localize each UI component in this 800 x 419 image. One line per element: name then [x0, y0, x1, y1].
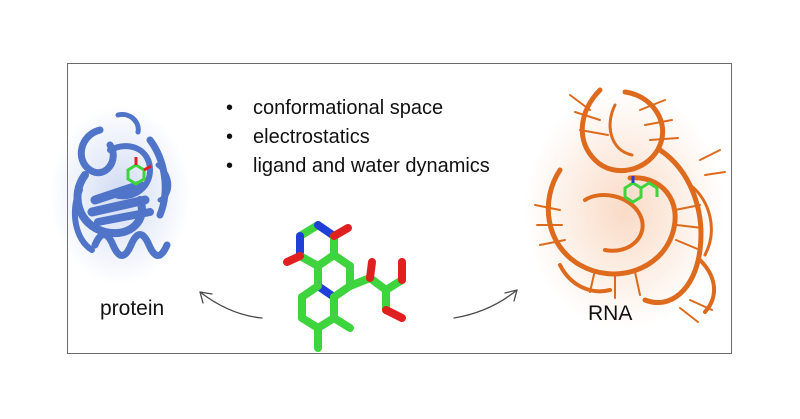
bullet-item: electrostatics [226, 123, 490, 152]
rna-label: RNA [588, 302, 633, 325]
bullet-item: ligand and water dynamics [226, 152, 490, 181]
bullet-item: conformational space [226, 94, 490, 123]
arrow-to-rna-icon [453, 289, 518, 319]
arrow-to-protein-icon [199, 291, 263, 319]
protein-label: protein [100, 297, 165, 320]
property-list: conformational space electrostatics liga… [226, 94, 490, 181]
